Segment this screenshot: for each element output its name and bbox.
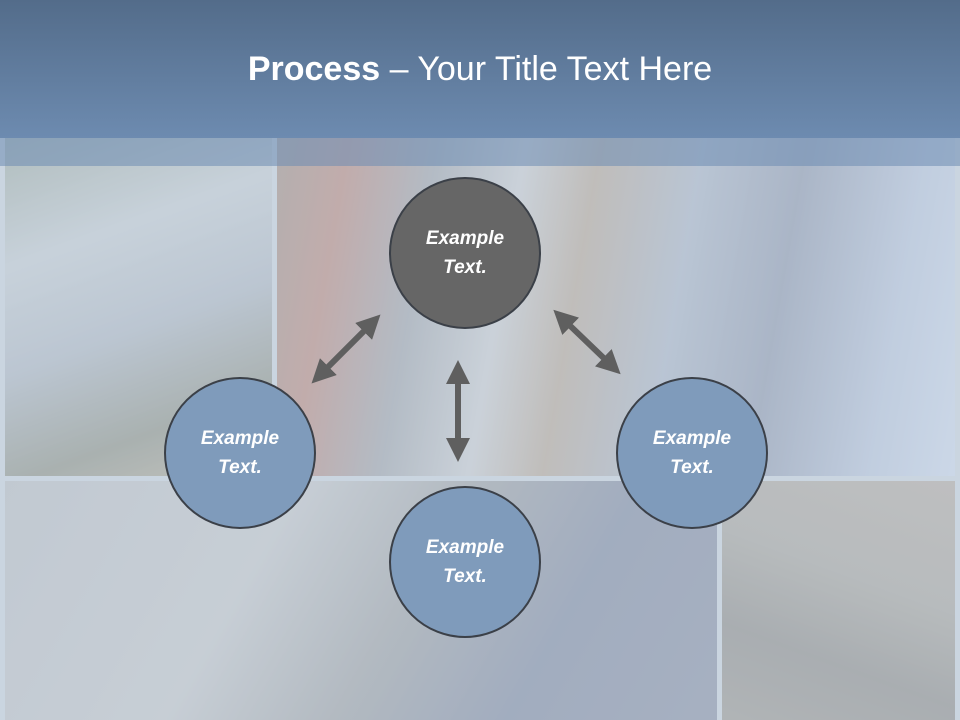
process-step-bottom[interactable]: Example Text.: [389, 486, 541, 638]
step-line2: Text.: [670, 457, 714, 478]
step-text: Example Text.: [185, 424, 295, 482]
title-band: [0, 0, 960, 138]
step-line1: Example: [425, 537, 505, 558]
step-line2: Text.: [443, 257, 487, 278]
wall-work-photo: [277, 138, 955, 476]
step-line1: Example: [200, 428, 280, 449]
step-text: Example Text.: [410, 224, 520, 282]
title-band-fade: [0, 138, 960, 166]
slide-title[interactable]: Process – Your Title Text Here: [0, 50, 960, 89]
trowel-photo: [5, 481, 717, 720]
title-bold: Process: [247, 50, 381, 88]
double-arrow-icon: [311, 314, 381, 384]
step-line1: Example: [425, 228, 505, 249]
process-step-top[interactable]: Example Text.: [389, 177, 541, 329]
process-step-right[interactable]: Example Text.: [616, 377, 768, 529]
step-text: Example Text.: [410, 533, 520, 591]
cement-photo: [722, 481, 955, 720]
double-arrow-icon: [553, 309, 621, 375]
title-rest: – Your Title Text Here: [380, 50, 713, 88]
step-line2: Text.: [218, 457, 262, 478]
step-line2: Text.: [443, 566, 487, 587]
step-line1: Example: [652, 428, 732, 449]
step-text: Example Text.: [637, 424, 747, 482]
process-step-left[interactable]: Example Text.: [164, 377, 316, 529]
